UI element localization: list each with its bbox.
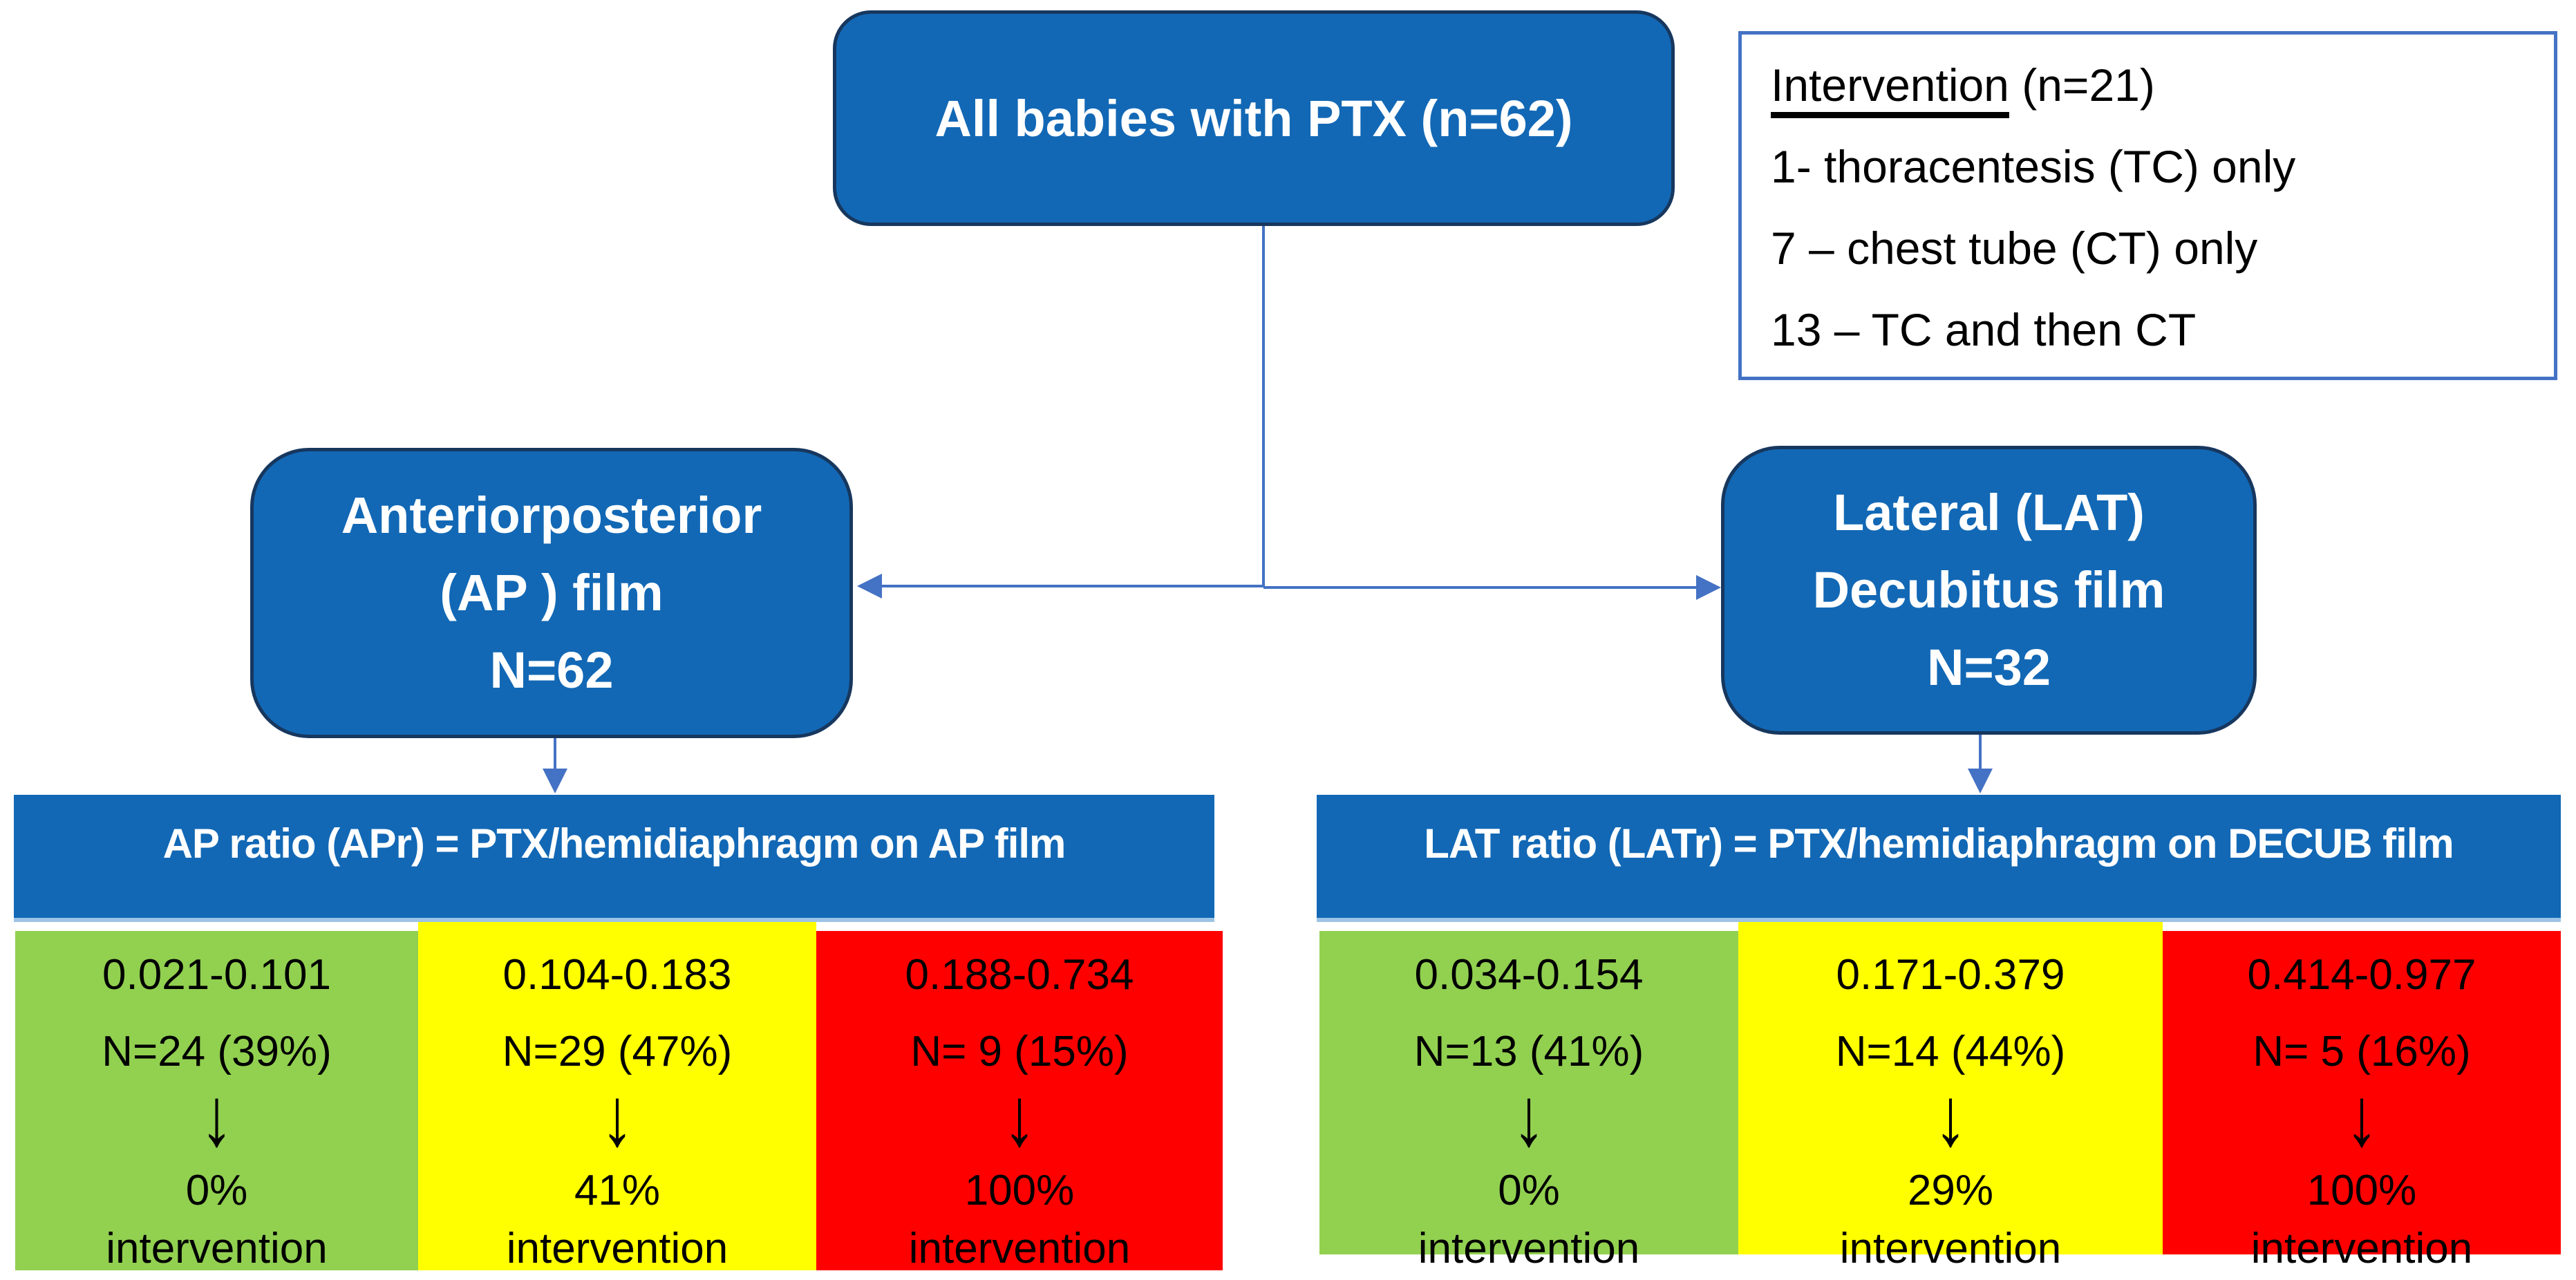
lat-ratio-cell-green: 0.034-0.154 N=13 (41%) ↓ 0% intervention (1319, 931, 1738, 1272)
intervention-note-count: (n=21) (2009, 59, 2155, 111)
down-arrow-icon: ↓ (601, 1071, 634, 1164)
arrowhead-ap-down-icon (543, 769, 567, 793)
intervention-note-title-line: Intervention (n=21) (1771, 44, 2525, 126)
percent-value: 0% (185, 1167, 248, 1214)
percent-value: 41% (574, 1167, 661, 1214)
node-ap-film: Anteriorposterior (AP ) film N=62 (250, 448, 853, 738)
node-ap-film-line: (AP ) film (440, 564, 664, 621)
ap-ratio-cell-green: 0.021-0.101 N=24 (39%) ↓ 0% intervention (15, 931, 418, 1272)
intervention-note-line: 1- thoracentesis (TC) only (1771, 141, 2296, 192)
count-value: N=14 (44%) (1835, 1028, 2066, 1075)
node-lat-film-line: Decubitus film (1812, 561, 2165, 619)
lat-ratio-header-label: LAT ratio (LATr) = PTX/hemidiaphragm on … (1424, 820, 2454, 867)
node-lat-film: Lateral (LAT) Decubitus film N=32 (1721, 446, 2257, 735)
lat-ratio-cell-yellow: 0.171-0.379 N=14 (44%) ↓ 29% interventio… (1738, 922, 2163, 1272)
intervention-label: intervention (908, 1225, 1131, 1272)
percent-value: 0% (1498, 1167, 1560, 1214)
count-value: N= 5 (16%) (2253, 1028, 2471, 1075)
node-ap-film-line: Anteriorposterior (341, 487, 762, 544)
node-all-babies: All babies with PTX (n=62) (833, 10, 1675, 226)
intervention-note-title: Intervention (1771, 59, 2009, 118)
down-arrow-icon: ↓ (1512, 1071, 1545, 1164)
arrowhead-left-icon (857, 574, 882, 599)
ap-ratio-cell-red: 0.188-0.734 N= 9 (15%) ↓ 100% interventi… (816, 931, 1223, 1272)
intervention-label: intervention (2250, 1225, 2473, 1272)
range-value: 0.104-0.183 (502, 951, 732, 999)
lat-ratio-header: LAT ratio (LATr) = PTX/hemidiaphragm on … (1317, 795, 2561, 922)
percent-value: 29% (1907, 1167, 1994, 1214)
down-arrow-icon: ↓ (200, 1071, 234, 1164)
intervention-label: intervention (506, 1225, 728, 1272)
count-value: N=13 (41%) (1413, 1028, 1644, 1075)
count-value: N= 9 (15%) (910, 1028, 1129, 1075)
arrowhead-lat-down-icon (1968, 769, 1993, 793)
intervention-note-line: 7 – chest tube (CT) only (1771, 223, 2258, 274)
ap-ratio-header: AP ratio (APr) = PTX/hemidiaphragm on AP… (14, 795, 1214, 922)
down-arrow-icon: ↓ (1003, 1071, 1036, 1164)
range-value: 0.021-0.101 (102, 951, 331, 999)
intervention-label: intervention (1839, 1225, 2062, 1272)
intervention-note: Intervention (n=21) 1- thoracentesis (TC… (1738, 31, 2557, 380)
ap-ratio-cell-yellow: 0.104-0.183 N=29 (47%) ↓ 41% interventio… (418, 922, 816, 1272)
arrowhead-right-icon (1696, 575, 1721, 600)
node-ap-film-count: N=62 (489, 641, 614, 699)
intervention-label: intervention (106, 1225, 328, 1272)
count-value: N=24 (39%) (102, 1028, 332, 1075)
range-value: 0.171-0.379 (1836, 951, 2065, 999)
node-lat-film-line: Lateral (LAT) (1833, 484, 2145, 541)
percent-value: 100% (2306, 1167, 2417, 1214)
down-arrow-icon: ↓ (1934, 1071, 1967, 1164)
node-all-babies-label: All babies with PTX (n=62) (934, 89, 1573, 147)
intervention-label: intervention (1418, 1225, 1640, 1272)
count-value: N=29 (47%) (502, 1028, 733, 1075)
range-value: 0.414-0.977 (2247, 951, 2476, 999)
lat-ratio-cell-red: 0.414-0.977 N= 5 (16%) ↓ 100% interventi… (2163, 931, 2561, 1272)
intervention-note-line: 13 – TC and then CT (1771, 304, 2197, 355)
range-value: 0.034-0.154 (1414, 951, 1644, 999)
ap-ratio-header-label: AP ratio (APr) = PTX/hemidiaphragm on AP… (162, 820, 1066, 867)
down-arrow-icon: ↓ (2345, 1071, 2378, 1164)
range-value: 0.188-0.734 (905, 951, 1134, 999)
node-lat-film-count: N=32 (1927, 639, 2051, 696)
percent-value: 100% (964, 1167, 1075, 1214)
